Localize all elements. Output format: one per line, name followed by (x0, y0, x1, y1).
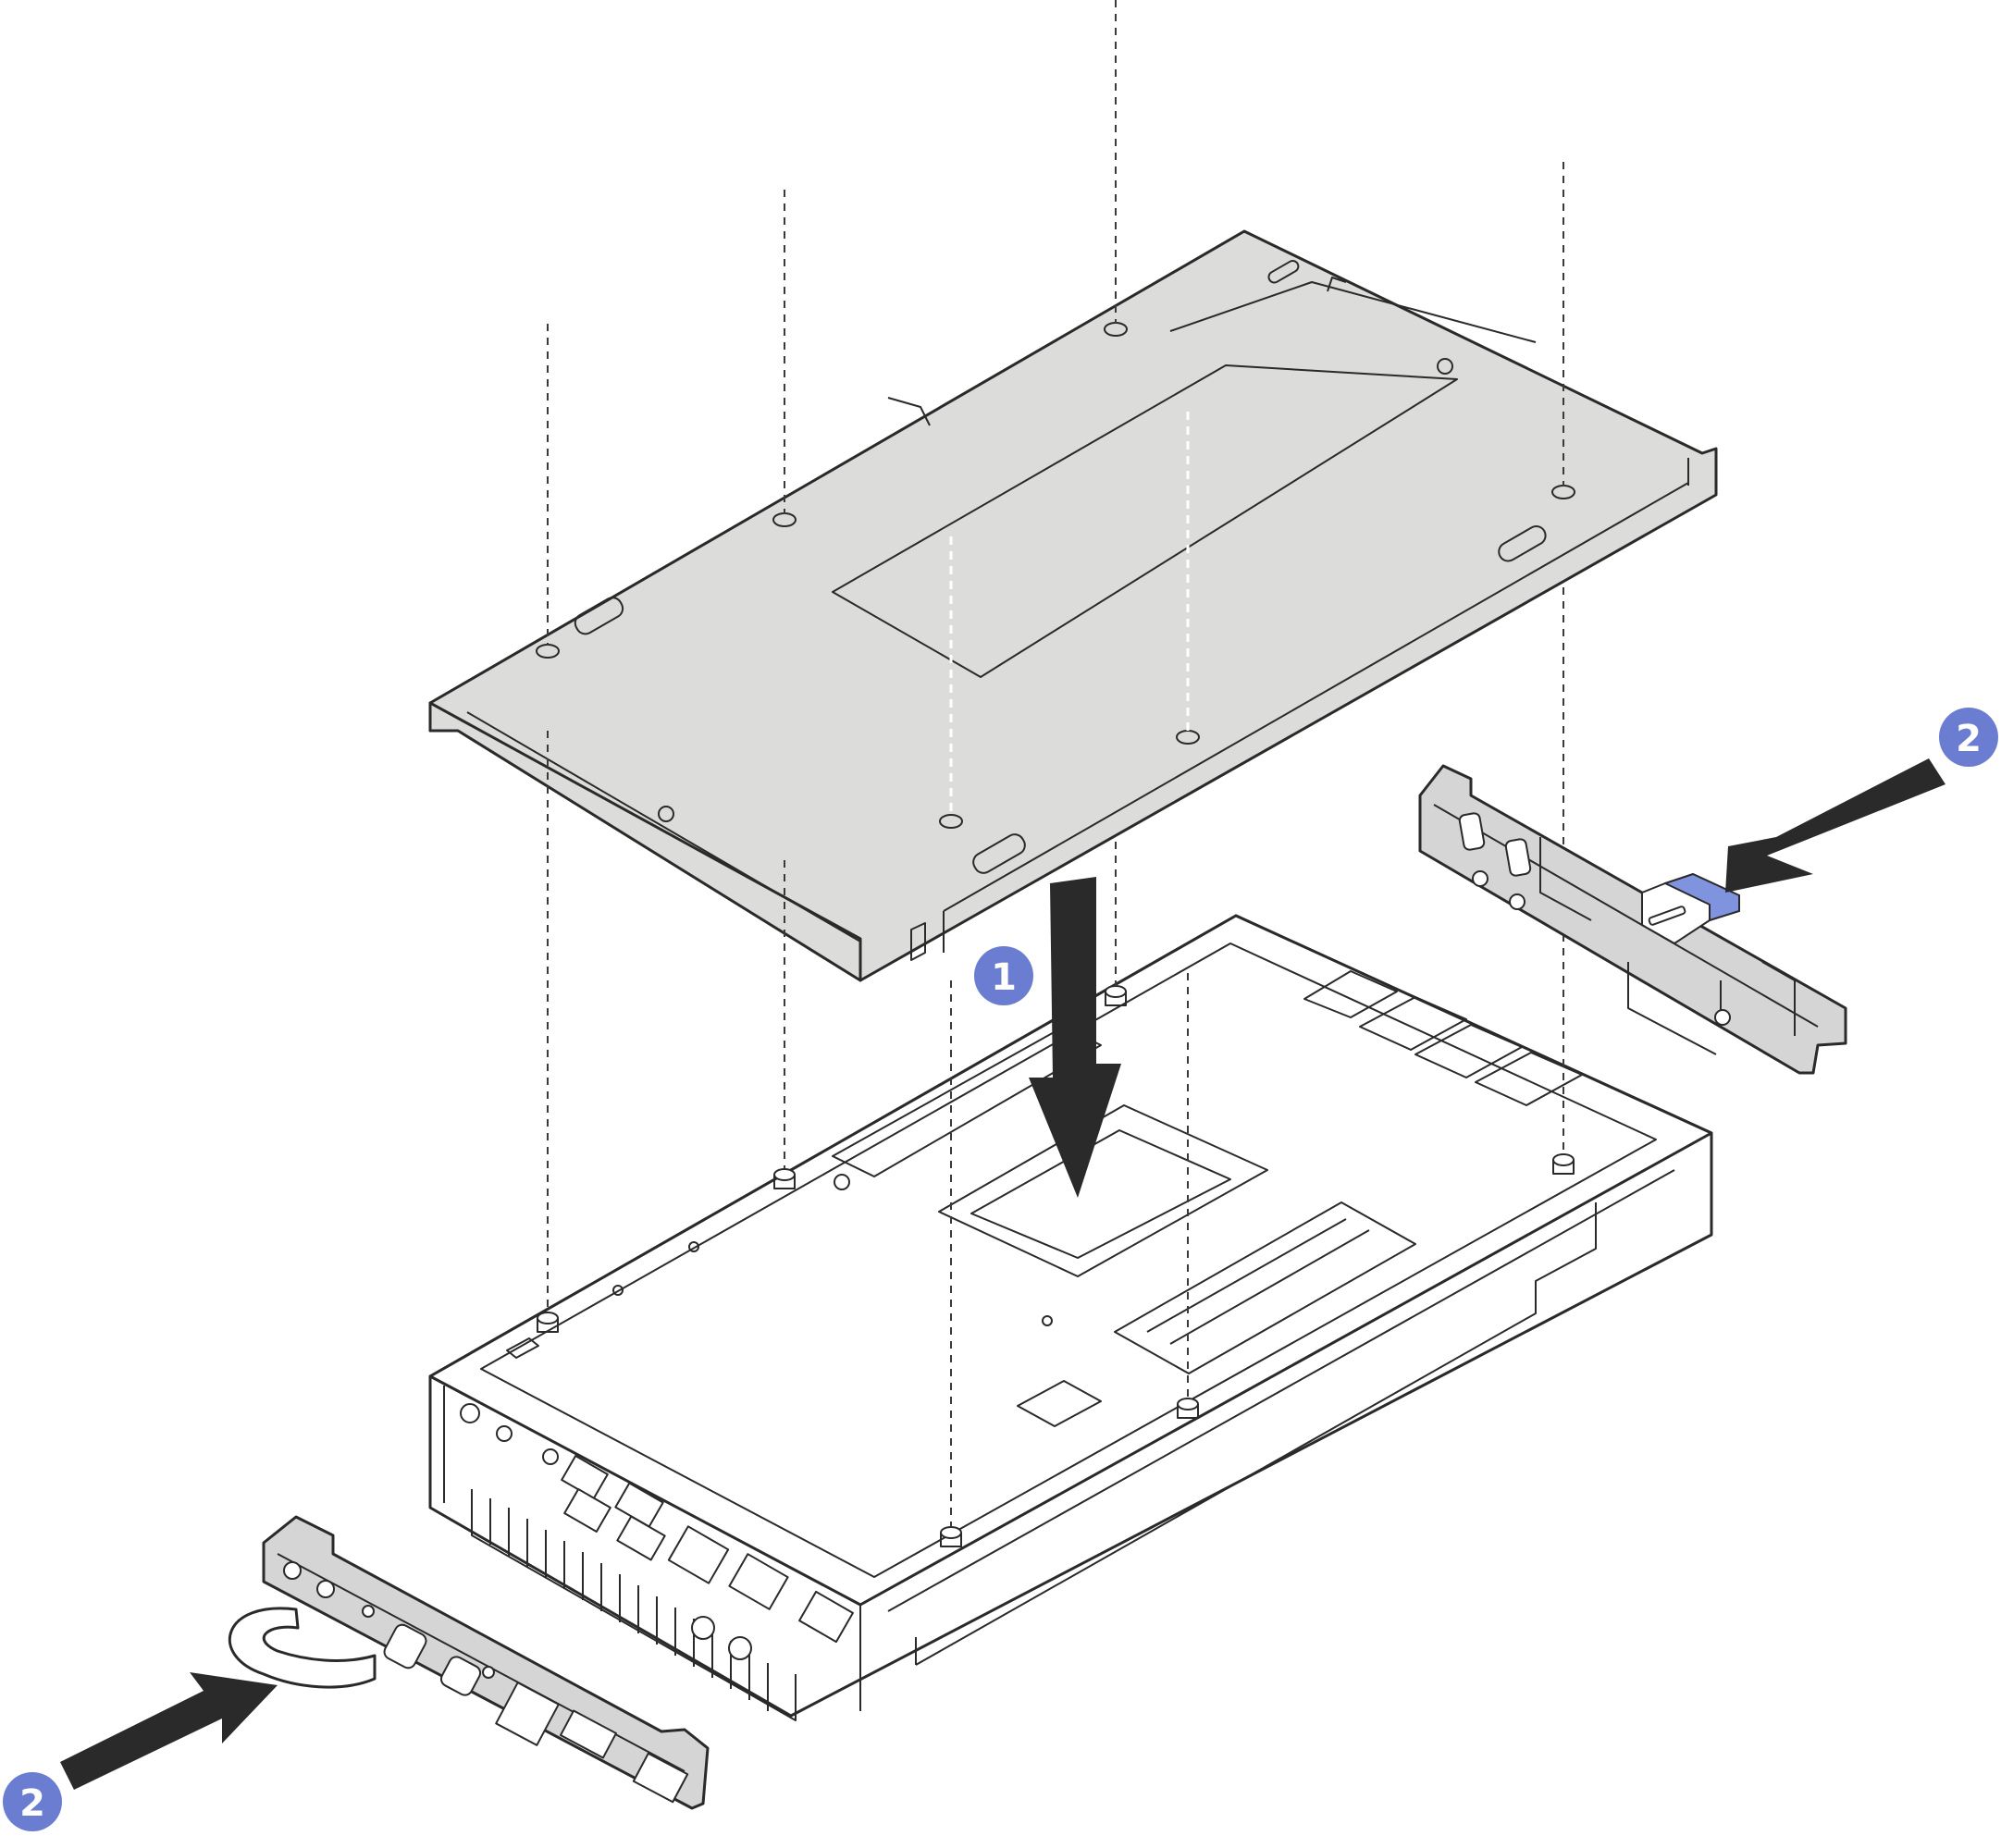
screw-hole (939, 814, 963, 829)
front-ports (460, 1403, 854, 1660)
callout-1-badge: 1 (974, 946, 1033, 1005)
arrow-rear-bracket (1725, 758, 1945, 893)
chassis-base (428, 914, 1713, 1721)
arrow-down-cover (1029, 877, 1121, 1198)
alignment-guides (547, 0, 1564, 1527)
standoff (1552, 1153, 1575, 1175)
standoff (773, 1168, 796, 1189)
standoff (1177, 1398, 1199, 1419)
callout-2-label-front: 2 (19, 1782, 45, 1825)
standoff (537, 1312, 559, 1333)
callout-1-label: 1 (991, 956, 1017, 999)
bracket-handle (228, 1607, 377, 1689)
rear-io-bracket (1418, 764, 1847, 1075)
standoff (940, 1526, 962, 1547)
heatsink-fins (471, 1489, 797, 1721)
callout-2-label-rear: 2 (1956, 718, 1982, 760)
arrow-front-bracket (60, 1672, 278, 1790)
callout-2-badge-front: 2 (3, 1772, 62, 1831)
top-cover (428, 229, 1718, 982)
callout-2-badge-rear: 2 (1939, 708, 1998, 767)
front-io-bracket (228, 1515, 710, 1810)
